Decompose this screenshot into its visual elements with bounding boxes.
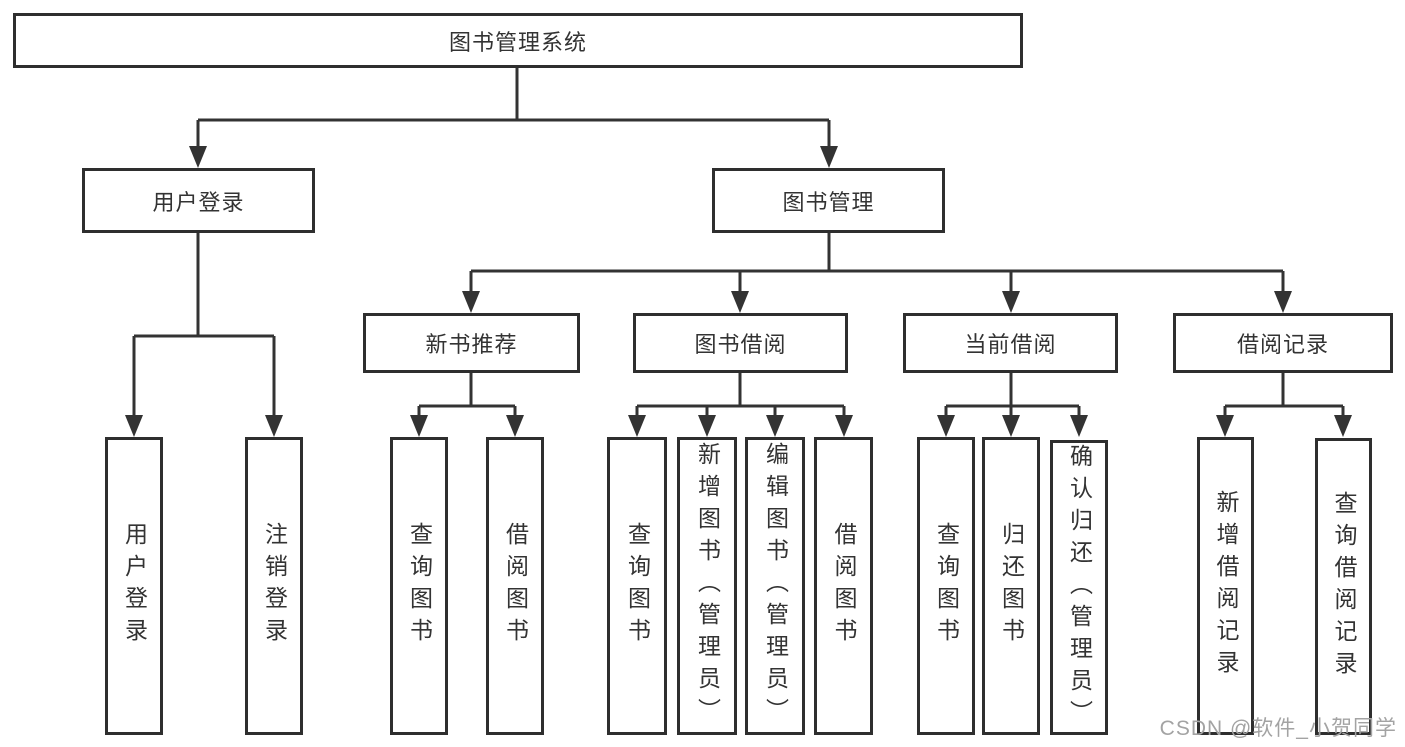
node-leaf-nb-borrow-books-label: 借阅图书	[502, 522, 529, 650]
node-book-borrowing-label: 图书借阅	[694, 332, 787, 357]
arrowheads	[125, 146, 1352, 437]
node-leaf-cb-return-books: 归还图书	[982, 437, 1040, 735]
node-leaf-bb-borrow-books-label: 借阅图书	[831, 522, 857, 650]
node-leaf-logout-label: 注销登录	[261, 522, 288, 650]
node-leaf-bb-query-books-label: 查询图书	[624, 522, 651, 650]
node-leaf-logout: 注销登录	[245, 437, 303, 735]
node-leaf-bb-edit-books-admin: 编辑图书（管理员）	[745, 437, 805, 735]
node-new-book-recommend: 新书推荐	[363, 313, 580, 373]
node-leaf-cb-return-books-label: 归还图书	[998, 522, 1025, 650]
node-leaf-br-query-record-label: 查询借阅记录	[1331, 490, 1357, 683]
node-current-borrowing-label: 当前借阅	[964, 332, 1057, 357]
node-leaf-nb-query-books-label: 查询图书	[406, 522, 433, 650]
node-root: 图书管理系统	[13, 13, 1023, 68]
node-leaf-bb-add-books-admin: 新增图书（管理员）	[677, 437, 737, 735]
node-leaf-user-login: 用户登录	[105, 437, 163, 735]
node-borrowing-records: 借阅记录	[1173, 313, 1393, 373]
node-leaf-bb-add-books-admin-label: 新增图书（管理员）	[694, 442, 721, 730]
node-leaf-br-add-record: 新增借阅记录	[1197, 437, 1254, 735]
node-leaf-nb-query-books: 查询图书	[390, 437, 448, 735]
node-leaf-nb-borrow-books: 借阅图书	[486, 437, 544, 735]
node-leaf-bb-borrow-books: 借阅图书	[814, 437, 873, 735]
node-book-borrowing: 图书借阅	[633, 313, 848, 373]
node-leaf-bb-query-books: 查询图书	[607, 437, 667, 735]
node-user-login: 用户登录	[82, 168, 315, 233]
node-borrowing-records-label: 借阅记录	[1236, 332, 1329, 357]
node-leaf-user-login-label: 用户登录	[121, 522, 148, 650]
node-book-management-label: 图书管理	[782, 189, 875, 215]
node-current-borrowing: 当前借阅	[903, 313, 1118, 373]
node-user-login-label: 用户登录	[152, 189, 245, 215]
node-leaf-br-query-record: 查询借阅记录	[1315, 438, 1372, 735]
node-leaf-cb-confirm-return-admin-label: 确认归还（管理员）	[1066, 443, 1093, 732]
node-book-management: 图书管理	[712, 168, 945, 233]
node-leaf-cb-query-books: 查询图书	[917, 437, 975, 735]
node-leaf-br-add-record-label: 新增借阅记录	[1213, 490, 1239, 682]
node-leaf-bb-edit-books-admin-label: 编辑图书（管理员）	[762, 442, 789, 730]
node-root-label: 图书管理系统	[448, 29, 587, 55]
node-leaf-cb-query-books-label: 查询图书	[933, 522, 960, 650]
csdn-watermark: CSDN @软件_小贺同学	[1159, 717, 1397, 740]
node-leaf-cb-confirm-return-admin: 确认归还（管理员）	[1050, 440, 1108, 735]
node-new-book-recommend-label: 新书推荐	[425, 332, 518, 357]
